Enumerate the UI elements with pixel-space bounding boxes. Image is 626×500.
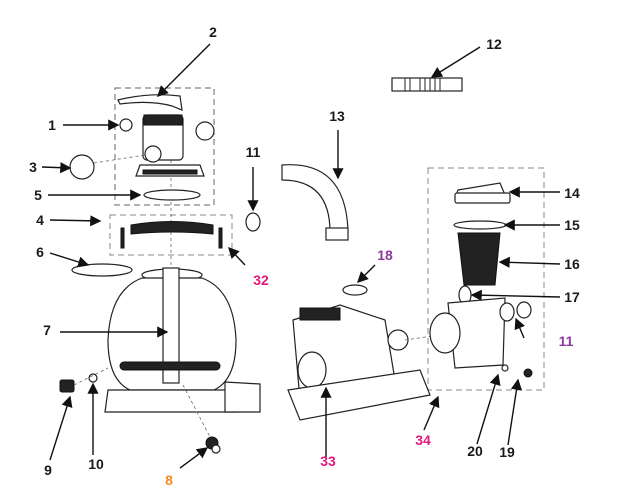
lid-o-ring bbox=[453, 220, 507, 230]
plug bbox=[342, 284, 368, 296]
part-label-33: 33 bbox=[320, 453, 336, 469]
part-label-32: 32 bbox=[253, 272, 269, 288]
part-label-3: 3 bbox=[29, 159, 37, 175]
hose-washer-right bbox=[516, 301, 532, 319]
part-label-34: 34 bbox=[415, 432, 431, 448]
drain-plug bbox=[59, 379, 75, 393]
drain-o-ring-small bbox=[501, 364, 509, 372]
part-label-12: 12 bbox=[486, 36, 502, 52]
tank-gasket bbox=[71, 263, 133, 277]
drain-o-ring bbox=[88, 373, 98, 383]
drain-plug-small bbox=[523, 368, 533, 378]
pump-housing-assembly-box bbox=[427, 167, 545, 391]
pump-motor bbox=[287, 304, 431, 421]
connector-hose bbox=[391, 77, 463, 92]
part-label-14: 14 bbox=[564, 185, 580, 201]
pump-housing bbox=[429, 297, 515, 369]
part-label-5: 5 bbox=[34, 187, 42, 203]
multiport-valve bbox=[117, 94, 215, 177]
part-label-1: 1 bbox=[48, 117, 56, 133]
pressure-gauge bbox=[119, 118, 133, 132]
part-label-19: 19 bbox=[499, 444, 515, 460]
part-label-11-left: 11 bbox=[245, 144, 261, 160]
o-ring bbox=[143, 189, 201, 201]
filter-tank bbox=[104, 267, 261, 413]
part-label-6: 6 bbox=[36, 244, 44, 260]
part-label-13: 13 bbox=[329, 108, 345, 124]
clamp-and-bolts bbox=[120, 221, 223, 249]
part-label-18: 18 bbox=[377, 247, 393, 263]
part-label-2: 2 bbox=[209, 24, 217, 40]
part-label-7: 7 bbox=[43, 322, 51, 338]
part-label-11-right: 11 bbox=[558, 333, 574, 349]
part-label-4: 4 bbox=[36, 212, 44, 228]
strainer-basket bbox=[457, 232, 501, 286]
valve-assembly-box bbox=[114, 87, 215, 206]
part-label-8: 8 bbox=[165, 472, 173, 488]
part-label-20: 20 bbox=[467, 443, 483, 459]
part-label-10: 10 bbox=[88, 456, 104, 472]
part-label-9: 9 bbox=[44, 462, 52, 478]
strainer-lid bbox=[454, 182, 511, 204]
part-label-17: 17 bbox=[564, 289, 580, 305]
valve-cap bbox=[69, 154, 95, 180]
part-label-16: 16 bbox=[564, 256, 580, 272]
hose-washer bbox=[245, 212, 261, 232]
part-label-15: 15 bbox=[564, 217, 580, 233]
